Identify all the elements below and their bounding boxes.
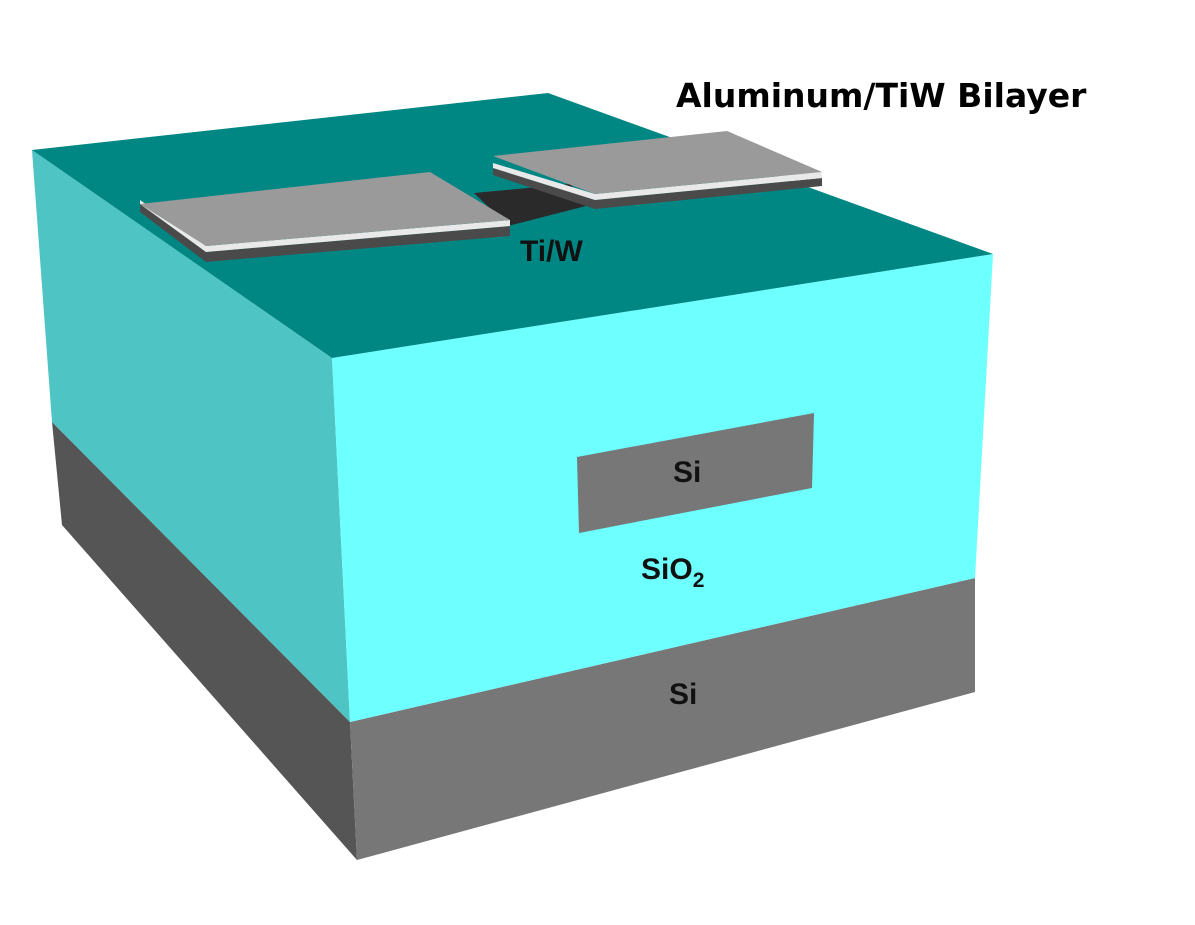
si-substrate-left-face: [52, 422, 357, 860]
si-substrate-front-face: [350, 578, 975, 860]
sio2-label-subscript: 2: [693, 569, 705, 592]
sio2-top-face: [32, 93, 993, 358]
si-substrate-label: Si: [669, 678, 697, 711]
right-pad-aluminum-top: [493, 131, 822, 194]
si-island-label: Si: [673, 456, 701, 489]
sio2-label: SiO2: [641, 553, 704, 592]
diagram-title: Aluminum/TiW Bilayer: [676, 76, 1087, 115]
sio2-left-face: [32, 150, 350, 722]
tiw-label: Ti/W: [520, 235, 583, 268]
right-pad-tiw-layer: [493, 168, 822, 209]
left-pad-aluminum-top: [140, 172, 510, 246]
left-pad-tiw-layer: [140, 204, 510, 262]
si-island: [577, 413, 814, 533]
sio2-label-main: SiO: [641, 553, 693, 586]
right-pad-edge: [493, 163, 822, 200]
left-pad-edge: [140, 200, 510, 252]
